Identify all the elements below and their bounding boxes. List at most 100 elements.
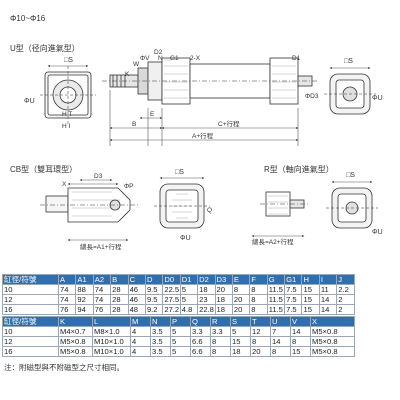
u-rear-u-label: ΦU [372,95,383,102]
table-cell: 18 [214,294,233,305]
table-row: 12 M5×0.8 M10×1.0 4 3.5 5 6.6 8 15 8 14 … [2,336,355,347]
table-cell: 74 [57,294,77,305]
table-cell: M8×1.0 [92,326,131,337]
u-g1-label: G1 [170,55,179,62]
table-cell: 3.3 [190,326,211,337]
table-cell: 7.5 [284,304,303,315]
table-cell: 14 [318,304,338,315]
table-cell: 94 [75,304,94,315]
table-cell: 11.5 [266,294,286,305]
table-cell: M4×0.7 [58,326,93,337]
table-cell: 3.5 [150,346,171,357]
table-cell: 5 [170,326,191,337]
table-cell: 10 [2,326,59,337]
table-cell: M5×0.8 [310,326,355,337]
table-cell: 11 [318,284,338,295]
r-type-title: R型（軸向進氣型） [264,165,334,174]
col-header: F [249,274,268,285]
u-hi-label: H I [62,123,71,130]
table-cell: 16 [2,346,59,357]
cb-q-label: Q [207,207,212,214]
col-header: G [266,274,286,285]
col-header: N [150,316,171,327]
table-cell: 18 [230,346,251,357]
col-header: C [127,274,146,285]
table-cell: 74 [92,294,112,305]
r-u-label: ΦU [372,229,383,236]
table-cell: 20 [250,346,271,357]
table-cell: 28 [110,294,129,305]
table-cell: 4.8 [179,304,199,315]
u-d3-label: ΦD3 [305,93,319,100]
cb-type-side-view [40,187,138,223]
col-header: A2 [92,274,112,285]
table-cell: 12 [2,336,59,347]
table-cell: 20 [231,304,251,315]
col-header: A1 [75,274,94,285]
table-cell: 12 [250,326,271,337]
table-cell: 8 [270,346,291,357]
table-cell: 8 [210,346,231,357]
table-cell: 2.2 [336,284,355,295]
r-type-end-view [326,187,378,229]
table-cell: 8 [250,336,271,347]
table-cell: M10×1.0 [92,336,131,347]
spec-table-2-header: 缸徑/符號 K L M N P Q R S T U V X [2,316,355,327]
col-header: E [231,274,251,285]
table-cell: 15 [230,336,251,347]
u-n-label: N [158,55,163,62]
table-cell: 74 [92,284,112,295]
col-header: S [230,316,251,327]
col-header: I [318,274,338,285]
cb-d3-label: D3 [94,173,103,180]
u-w-label: W [133,61,140,68]
u-s-label: □S [64,57,73,64]
table-cell: M10×1.0 [92,346,131,357]
table-row: 10 M4×0.7 M8×1.0 4 3.5 5 3.3 3.3 5 12 7 … [2,326,355,337]
u-ht-label: H T [62,111,72,118]
col-header: U [270,316,291,327]
table-cell: 15 [301,304,320,315]
table-cell: 5 [179,284,199,295]
col-header: L [92,316,131,327]
table-cell: 10 [2,284,59,295]
col-header: X [310,316,355,327]
col-header: H [301,274,320,285]
table-cell: 92 [75,294,94,305]
table-cell: 8 [249,304,268,315]
table-cell: 8 [210,336,231,347]
table-cell: 16 [2,304,59,315]
table-cell: 11.5 [266,284,286,295]
col-header: M [130,316,151,327]
col-header: B [110,274,129,285]
table-cell: M5×0.8 [58,336,93,347]
col-header: V [290,316,311,327]
spec-table-1-header: 缸徑/符號 A A1 A2 B C D D0 D1 D2 D3 E F G G1… [2,274,355,285]
table-cell: 27.5 [162,294,181,305]
table-cell: 11.5 [266,304,286,315]
table-cell: 28 [110,304,129,315]
table-cell: 22.8 [197,304,216,315]
table-cell: 4 [130,326,151,337]
col-header: Q [190,316,211,327]
col-header: J [336,274,355,285]
cb-length-label: 總長=A1+行程 [80,242,122,251]
table-row: 16 M5×0.8 M10×1.0 4 3.5 5 6.6 8 18 20 8 … [2,346,355,357]
u-type-title: U型（径向進氣型） [10,44,80,53]
table-cell: 9.2 [144,304,164,315]
table-cell: 9.5 [144,294,164,305]
table-cell: 7 [270,326,291,337]
u-2x-label: 2-X [190,55,201,62]
table-cell: M5×0.8 [58,346,93,357]
table-cell: 88 [75,284,94,295]
col-header: A [57,274,77,285]
u-u-label: ΦU [24,98,35,105]
col-header: G1 [284,274,303,285]
col-header: D0 [162,274,181,285]
table-cell: 6.6 [190,336,211,347]
u-d2-label: D2 [154,49,163,56]
col-header: P [170,316,191,327]
table-cell: 22.5 [162,284,181,295]
cb-type-title: CB型（雙耳環型） [10,165,78,174]
table-cell: 8 [249,294,268,305]
